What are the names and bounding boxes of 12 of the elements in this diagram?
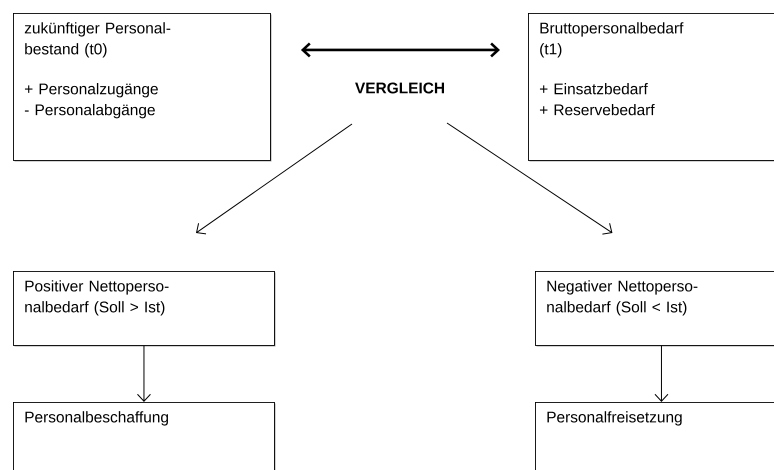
arrow bbox=[446, 122, 612, 235]
text-box: Positiver Nettoperso-nalbedarf (Soll > Ist) bbox=[13, 271, 276, 346]
text-box: Personalbeschaffung bbox=[13, 402, 276, 470]
heading-label: VERGLEICH bbox=[355, 82, 444, 94]
arrow bbox=[654, 345, 668, 402]
arrow bbox=[196, 123, 352, 234]
text-box: Negativer Nettoperso-nalbedarf (Soll < Ist) bbox=[535, 271, 774, 346]
arrow bbox=[136, 345, 151, 402]
arrow bbox=[300, 42, 500, 58]
text-box: Personalfreisetzung bbox=[535, 402, 774, 470]
text-box: zukünftiger Personal-bestand (t0) + Personalzugänge - Personalabgänge bbox=[13, 12, 272, 162]
text-box: Bruttopersonalbedarf (t1) + Einsatzbedarf + Reservebedarf bbox=[528, 12, 774, 162]
